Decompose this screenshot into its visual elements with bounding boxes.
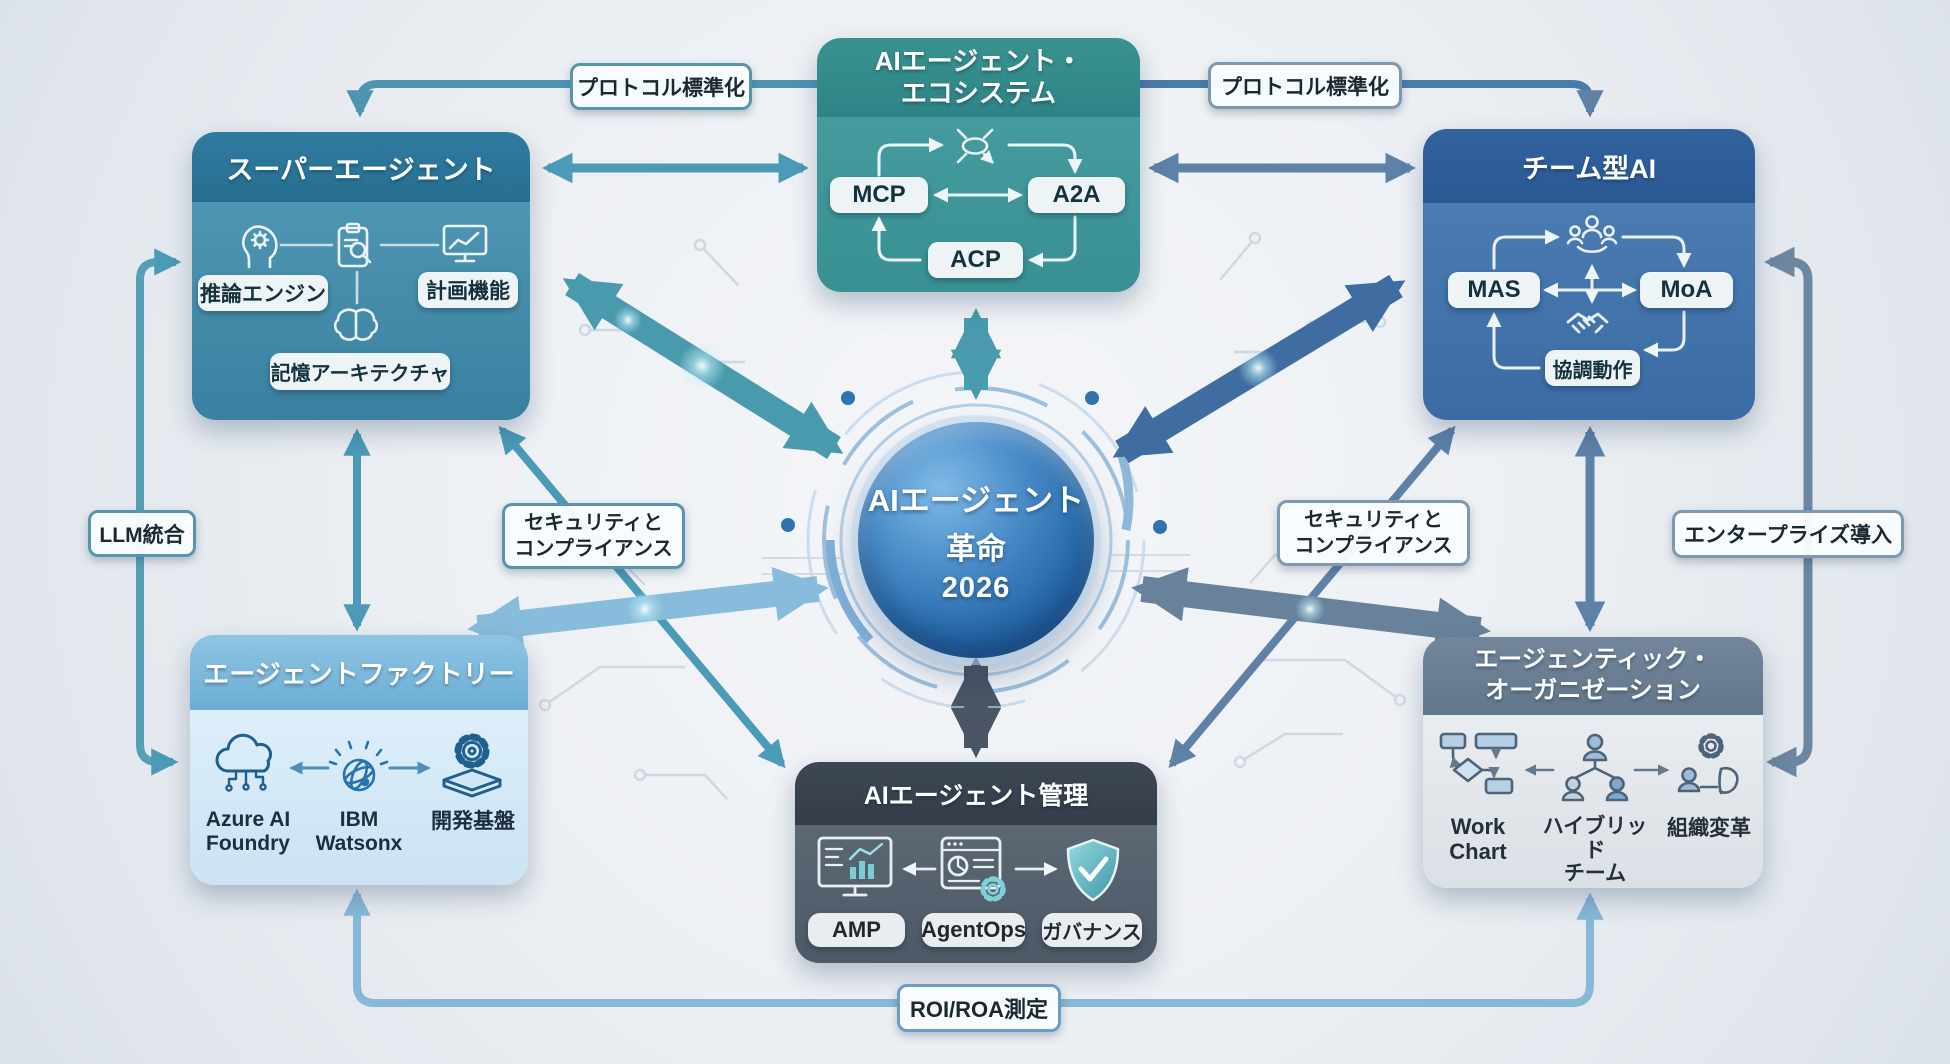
management-icons [817, 836, 1120, 902]
team-ai-flow [1486, 215, 1692, 370]
dev-platform-label: 開発基盤 [431, 810, 515, 833]
team-ai-title: チーム型AI [1423, 129, 1755, 203]
monitor-analytics-icon [817, 836, 893, 897]
agent-factory-icons [215, 733, 502, 798]
management-title: AIエージェント管理 [795, 762, 1157, 825]
protocol-left-connector [346, 80, 817, 118]
cloud-icon [215, 733, 273, 792]
network-node-icon [956, 128, 992, 162]
monitor-chart-icon [442, 224, 488, 263]
team-ai-body: MAS MoA 協調動作 [1423, 203, 1755, 420]
management-body: AMP AgentOps ガバナンス [795, 825, 1157, 963]
center-title-line1: AIエージェント [867, 483, 1085, 518]
a2a-pill: A2A [1028, 177, 1125, 213]
mcp-pill: MCP [830, 177, 928, 213]
clipboard-search-icon [337, 222, 372, 268]
super-agent-box: スーパーエージェント [192, 132, 530, 420]
org-change-label: 組織変革 [1667, 817, 1751, 840]
organization-title-lines: エージェンティック・オーガニゼーション [1474, 646, 1712, 704]
hybrid-team-icon [1561, 733, 1629, 802]
arrow-glows [614, 306, 1325, 627]
llm-integration-tag: LLM統合 [88, 510, 196, 557]
team-ai-box: チーム型AI [1423, 129, 1755, 420]
super-agent-body: 推論エンジン 計画機能 記憶アーキテクチャ [192, 202, 530, 420]
ecosystem-body: MCP A2A ACP [817, 117, 1140, 292]
work-chart-icon [1439, 732, 1518, 795]
ecosystem-title-lines: AIエージェント・エコシステム [874, 45, 1083, 108]
reasoning-engine-pill: 推論エンジン [198, 275, 328, 311]
governance-pill: ガバナンス [1042, 913, 1142, 947]
hybrid-team-label: ハイブリッドチーム [1542, 815, 1648, 886]
protocol-standardization-left-tag: プロトコル標準化 [570, 63, 752, 110]
coordination-pill: 協調動作 [1545, 350, 1640, 386]
handshake-icon [1566, 312, 1609, 334]
protocol-standardization-right-tag: プロトコル標準化 [1208, 62, 1402, 109]
organization-title: エージェンティック・オーガニゼーション [1423, 637, 1763, 715]
dev-platform-gear-icon [442, 733, 502, 798]
governance-shield-icon [1066, 838, 1120, 902]
team-group-icon [1566, 215, 1618, 254]
mas-pill: MAS [1448, 272, 1540, 308]
watsonx-globe-icon [328, 740, 389, 792]
planning-pill: 計画機能 [418, 272, 518, 308]
security-compliance-right-tag: セキュリティと コンプライアンス [1277, 500, 1470, 566]
agentops-pill: AgentOps [921, 913, 1026, 947]
super-agent-icons [242, 222, 488, 341]
amp-pill: AMP [808, 913, 905, 947]
agent-factory-title: エージェントファクトリー [190, 635, 528, 710]
organization-box: エージェンティック・オーガニゼーション [1423, 637, 1763, 888]
organization-icons [1439, 732, 1739, 802]
center-title-line3: 2026 [941, 572, 1011, 604]
reasoning-head-icon [242, 225, 278, 269]
acp-pill: ACP [928, 242, 1023, 278]
protocol-right-connector [1140, 80, 1604, 118]
agentops-browser-icon [940, 836, 1006, 902]
moa-pill: MoA [1640, 272, 1733, 308]
memory-architecture-pill: 記憶アーキテクチャ [270, 353, 450, 390]
center-title-line2: 革命 [946, 533, 1006, 566]
agent-factory-box: エージェントファクトリー [190, 635, 528, 885]
ecosystem-title: AIエージェント・エコシステム [817, 38, 1140, 117]
brain-icon [333, 308, 379, 341]
roi-roa-measurement-tag: ROI/ROA測定 [897, 984, 1061, 1032]
enterprise-deployment-tag: エンタープライズ導入 [1672, 510, 1904, 558]
center-revolution-circle: AIエージェント 革命 2026 [858, 422, 1094, 658]
super-agent-title: スーパーエージェント [192, 132, 530, 202]
ecosystem-box: AIエージェント・エコシステム MCP A2A ACP [817, 38, 1140, 292]
ecosystem-flow [871, 128, 1083, 268]
org-change-icon [1677, 733, 1739, 795]
management-box: AIエージェント管理 [795, 762, 1157, 963]
security-compliance-left-tag: セキュリティと コンプライアンス [502, 503, 685, 569]
